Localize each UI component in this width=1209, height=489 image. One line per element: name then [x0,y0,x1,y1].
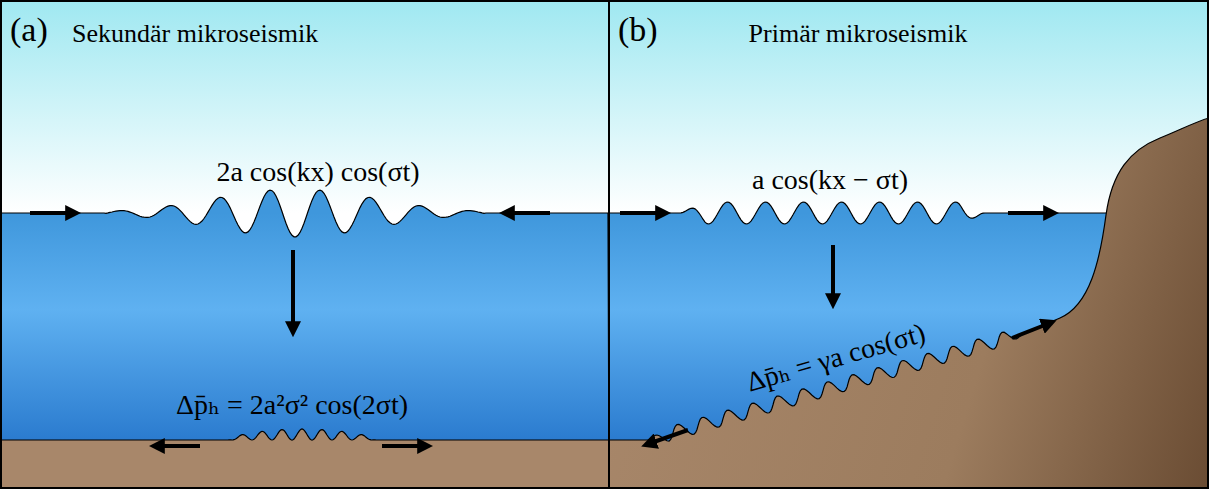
wave-formula: a cos(kx − σt) [752,165,908,196]
arrow [382,444,426,448]
divider [608,0,610,489]
water [0,190,609,489]
arrow [30,211,74,215]
arrow [156,444,200,448]
panel-title: Sekundär mikroseismik [72,20,318,49]
panel-letter: (b) [618,11,658,48]
arrow [831,245,835,302]
sky [0,0,1209,213]
arrow [1008,211,1052,215]
panel-title: Primär mikroseismik [749,20,968,49]
wave-formula: 2a cos(kx) cos(σt) [216,157,419,188]
arrow [506,211,550,215]
panel-letter: (a) [10,11,48,48]
pressure-formula: Δp̄ₕ = 2a²σ² cos(2σt) [176,390,408,421]
arrow [620,211,664,215]
arrow [648,430,688,444]
seabed-slope [609,118,1209,489]
arrow [291,250,295,330]
arrow [1012,323,1050,338]
seabed [0,429,609,489]
